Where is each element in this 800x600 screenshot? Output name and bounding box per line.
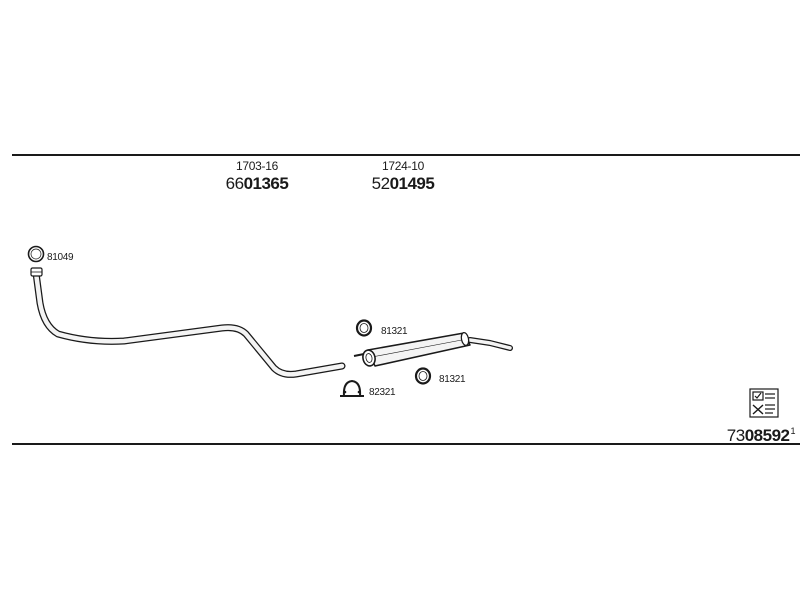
- gasket-callout: 81049: [47, 252, 74, 263]
- front-pipe[interactable]: [30, 267, 346, 378]
- ring-lower-callout: 81321: [439, 374, 466, 385]
- document-number: 73085921: [726, 426, 796, 445]
- rear-silencer-number: 5201495: [371, 174, 435, 193]
- front-pipe-label: 1703-16 6601365: [222, 160, 292, 192]
- clamp-callout: 82321: [369, 387, 396, 398]
- bottom-divider: [12, 443, 800, 445]
- ring-upper-callout: 81321: [381, 326, 408, 337]
- rubber-ring-icon: [355, 319, 373, 337]
- document-check-icon: [749, 388, 779, 418]
- front-pipe-number: 6601365: [225, 174, 289, 193]
- rear-silencer[interactable]: [353, 331, 513, 367]
- rear-silencer-ref: 1724-10: [382, 159, 424, 173]
- rear-silencer-label: 1724-10 5201495: [368, 160, 438, 192]
- top-divider: [12, 154, 800, 156]
- rubber-ring-icon: [414, 367, 432, 385]
- front-pipe-ref: 1703-16: [236, 159, 278, 173]
- clamp-icon: [340, 379, 364, 397]
